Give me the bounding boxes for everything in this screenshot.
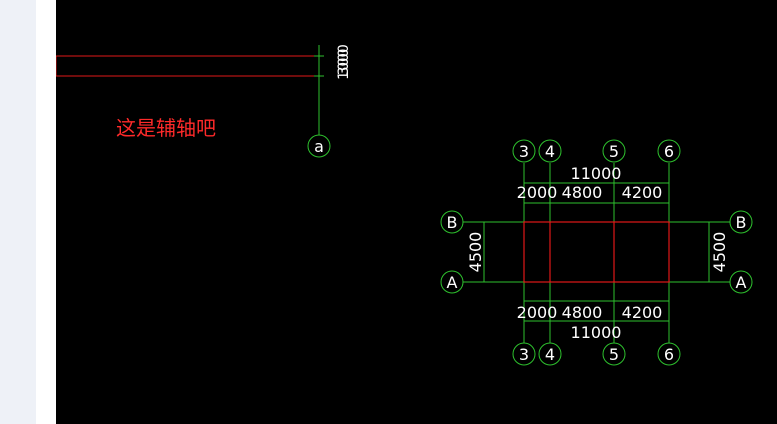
axis-bubble-bottom-6[interactable] <box>657 342 681 366</box>
top-dim-segment-2: 4800 <box>562 183 603 202</box>
bottom-dim-segment-3: 4200 <box>622 303 663 322</box>
axis-bubble-top-5[interactable] <box>602 139 626 163</box>
axis-label-bottom-5: 5 <box>609 345 619 364</box>
aux-dim-label-1: 300 <box>336 49 352 76</box>
right-dim: 4500 <box>710 232 729 273</box>
axis-label-top-5: 5 <box>609 142 619 161</box>
axis-label-bottom-3: 3 <box>519 345 529 364</box>
axis-bubble-right-B[interactable] <box>729 210 753 234</box>
axis-label-left-B: B <box>447 213 458 232</box>
axis-bubble-left-A[interactable] <box>440 270 464 294</box>
axis-bubble-top-6[interactable] <box>657 139 681 163</box>
axis-label-top-3: 3 <box>519 142 529 161</box>
axis-label-left-A: A <box>447 273 458 292</box>
axis-bubble-top-4[interactable] <box>538 139 562 163</box>
axis-label-right-B: B <box>736 213 747 232</box>
beam-outline <box>523 221 670 283</box>
axis-bubble-top-3[interactable] <box>512 139 536 163</box>
drawing-svg: 300 1000 a <box>56 44 753 366</box>
left-dim: 4500 <box>466 232 485 273</box>
annotation-note: 这是辅轴吧 <box>116 116 216 140</box>
axis-bubble-left-B[interactable] <box>440 210 464 234</box>
aux-axis-bubble <box>307 134 331 158</box>
axis-bubble-bottom-5[interactable] <box>602 342 626 366</box>
bottom-dim-segment-1: 2000 <box>517 303 558 322</box>
axis-label-top-4: 4 <box>545 142 555 161</box>
grid-plan[interactable]: 11000 2000 4800 4200 2000 4800 4200 1100… <box>440 139 753 366</box>
aux-dim-label-2: 1000 <box>336 44 352 80</box>
top-dim-segment-1: 2000 <box>517 183 558 202</box>
axis-bubble-bottom-3[interactable] <box>512 342 536 366</box>
top-dim-segment-3: 4200 <box>622 183 663 202</box>
axis-label-bottom-4: 4 <box>545 345 555 364</box>
axis-bubble-right-A[interactable] <box>729 270 753 294</box>
axis-label-top-6: 6 <box>664 142 674 161</box>
bottom-dim-segment-2: 4800 <box>562 303 603 322</box>
bottom-total-dim: 11000 <box>571 323 622 342</box>
auxiliary-axis[interactable]: 300 1000 a <box>56 44 352 158</box>
cad-drawing-canvas[interactable]: 300 1000 a <box>56 0 777 424</box>
aux-axis-label: a <box>314 137 324 156</box>
axis-label-bottom-6: 6 <box>664 345 674 364</box>
axis-label-right-A: A <box>736 273 747 292</box>
aux-beam-outline <box>56 55 320 77</box>
axis-bubble-bottom-4[interactable] <box>538 342 562 366</box>
app-left-margin <box>0 0 36 424</box>
left-panel-strip <box>36 0 56 424</box>
top-total-dim: 11000 <box>571 164 622 183</box>
